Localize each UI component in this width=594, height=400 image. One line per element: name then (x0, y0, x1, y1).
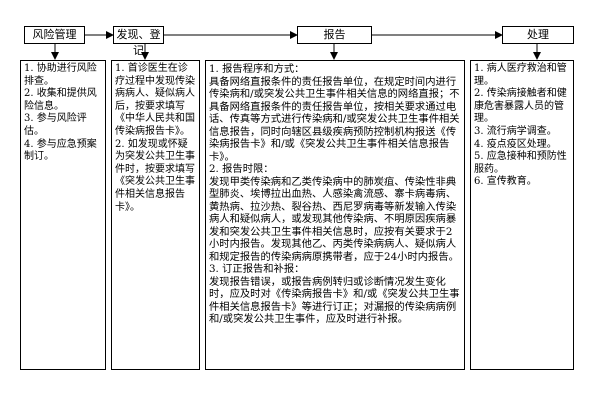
report-heading: 2. 报告时限： (209, 163, 274, 175)
report-heading: 3. 订正报告和补报： (209, 263, 305, 275)
report-box: 1. 报告程序和方式： 具备网络直报条件的责任报告单位，在规定时间内进行传染病和… (205, 60, 465, 370)
discover-item: 2. 如发现或怀疑为突发公共卫生事件时，按要求填写《突发公共卫生事件相关信息报告… (115, 138, 195, 213)
risk-item: 3. 参与风险评估。 (24, 113, 87, 137)
report-paragraph: 具备网络直报条件的责任报告单位，在规定时间内进行传染病和/或突发公共卫生事件相关… (209, 75, 460, 163)
discover-register-box: 1. 首诊医生在诊疗过程中发现传染病病人、疑似病人后，按要求填写《中华人民共和国… (111, 60, 200, 370)
risk-management-box: 1. 协助进行风险排查。 2. 收集和提供风险信息。 3. 参与风险评估。 4.… (20, 60, 106, 370)
header-discover-register: 发现、登记 (113, 26, 164, 57)
risk-item: 1. 协助进行风险排查。 (24, 63, 97, 87)
report-paragraph: 发现报告错误，或报告病例转归或诊断情况发生变化时，应及时对《传染病报告卡》和/或… (209, 275, 460, 326)
handle-item: 3. 流行病学调查。 (474, 125, 557, 137)
handle-box: 1. 病人医疗救治和管理。 2. 传染病接触者和健康危害暴露人员的管理。 3. … (470, 60, 574, 370)
report-paragraph: 发现甲类传染病和乙类传染病中的肺炭疽、传染性非典型肺炎、埃博拉出血热、人感染禽流… (209, 175, 459, 263)
risk-item: 4. 参与应急预案制订。 (24, 138, 97, 163)
handle-item: 1. 病人医疗救治和管理。 (474, 63, 567, 87)
report-heading: 1. 报告程序和方式： (209, 63, 305, 75)
handle-item: 2. 传染病接触者和健康危害暴露人员的管理。 (474, 88, 567, 125)
handle-item: 6. 宣传教育。 (474, 176, 537, 188)
handle-item: 4. 疫点疫区处理。 (474, 138, 557, 150)
header-handle: 处理 (502, 26, 574, 44)
header-risk-management: 风险管理 (24, 26, 85, 44)
risk-item: 2. 收集和提供风险信息。 (24, 88, 97, 112)
handle-item: 5. 应急接种和预防性服药。 (474, 151, 567, 175)
header-report: 报告 (297, 26, 372, 44)
discover-item: 1. 首诊医生在诊疗过程中发现传染病病人、疑似病人后，按要求填写《中华人民共和国… (115, 63, 195, 137)
